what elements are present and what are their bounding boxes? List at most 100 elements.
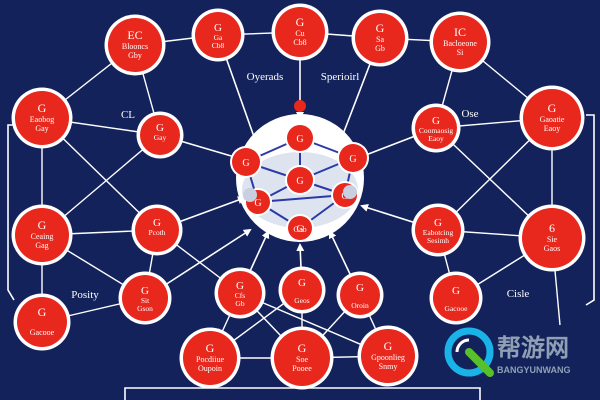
node-title: G — [376, 21, 385, 35]
node-subtitle: Gay — [154, 133, 167, 142]
node-circle — [522, 208, 582, 268]
floating-label: Ose — [461, 108, 478, 120]
node-circle — [15, 208, 69, 262]
hub-node-title: G — [254, 198, 261, 209]
node-circle — [361, 329, 415, 383]
node-subtitle: Gaoatie — [540, 115, 565, 124]
hub-node[interactable]: G — [286, 214, 314, 242]
node-subtitle: Sie — [547, 235, 558, 244]
node-caption: Snmy — [379, 362, 398, 371]
hub-caption: Gab — [293, 225, 306, 234]
hub-line — [257, 194, 346, 203]
node-title: G — [356, 282, 364, 294]
watermark-latin: BANGYUNWANG — [497, 365, 571, 375]
floating-label: Cisle — [507, 288, 530, 300]
node-title: G — [38, 101, 47, 115]
node-subtitle: Blooncs — [122, 42, 148, 51]
hub-node-circle — [288, 216, 312, 240]
node-caption: Gag — [35, 241, 48, 250]
hub-node-title: G — [349, 154, 356, 165]
right-frame-line — [585, 114, 595, 306]
hub-side-dot — [243, 188, 257, 202]
node-caption: Gb — [375, 44, 385, 53]
node-caption: Gay — [35, 124, 48, 133]
floating-label: Posity — [71, 289, 99, 301]
node-circle — [135, 208, 179, 252]
node-circle — [122, 275, 168, 321]
node-subtitle: Eaobog — [30, 115, 54, 124]
node-caption: Gaos — [544, 244, 560, 253]
node-subtitle: Cfs — [235, 291, 246, 300]
node-circle — [523, 89, 581, 147]
node-subtitle: Pcoth — [148, 228, 165, 237]
node-title: EC — [127, 28, 142, 42]
node-title: G — [434, 217, 442, 229]
node-caption: Sesimh — [427, 236, 449, 245]
hub-side-dot — [343, 185, 357, 199]
node-subtitle: Sa — [376, 35, 384, 44]
node-circle — [340, 275, 380, 315]
node-subtitle: Gpoonlieg — [371, 353, 405, 362]
node-caption: Si — [457, 48, 464, 57]
node-caption: Cb8 — [212, 41, 225, 50]
left-frame-line — [7, 124, 15, 301]
node-title: G — [548, 101, 557, 115]
node-caption: Gby — [128, 51, 142, 60]
hub-node-circle — [287, 125, 313, 151]
node-title: G — [298, 341, 307, 355]
node-circle — [15, 91, 69, 145]
node-caption: Geos — [294, 296, 309, 305]
node-circle — [195, 12, 241, 58]
node-caption: Eaoy — [428, 134, 444, 143]
node-circle — [415, 207, 461, 253]
node-circle — [275, 7, 325, 57]
hub-node[interactable]: G — [337, 142, 369, 174]
hub-node[interactable]: G — [230, 146, 262, 178]
watermark-logo-icon — [444, 327, 494, 377]
node-circle — [17, 297, 67, 347]
node-circle — [433, 15, 487, 69]
node-title: G — [38, 218, 47, 232]
node-subtitle: Sit — [141, 296, 150, 305]
watermark-chinese: 帮游网 — [497, 334, 569, 362]
hub-node[interactable]: G — [285, 165, 315, 195]
node-caption: Gacooe — [445, 304, 469, 313]
node-title: G — [156, 122, 164, 134]
bottom-frame-line — [124, 387, 481, 400]
node-caption: Eaoy — [544, 124, 560, 133]
node-circle — [433, 275, 479, 321]
node-circle — [218, 271, 262, 315]
node-subtitle: Cu — [295, 29, 304, 38]
node-title: G — [432, 115, 440, 127]
hub-node[interactable]: G — [285, 123, 315, 153]
node-subtitle: Ceaing — [31, 232, 54, 241]
floating-label: CL — [121, 109, 135, 121]
node-circle — [282, 270, 322, 310]
node-title: G — [384, 339, 393, 353]
nodes: ECBlooncsGbyGGaCb8GCuCb8GSaGbICBacloeone… — [11, 3, 586, 390]
